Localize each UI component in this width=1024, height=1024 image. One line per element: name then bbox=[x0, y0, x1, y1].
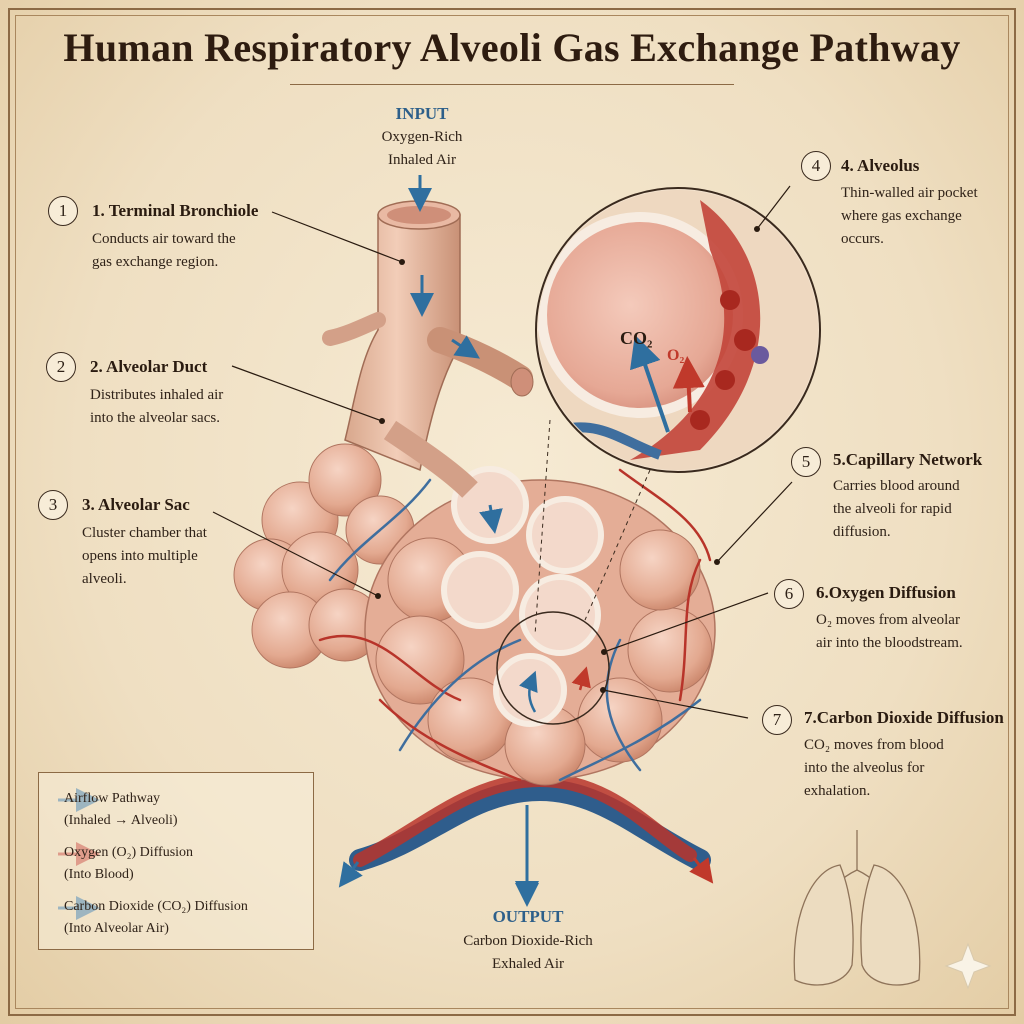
label-4-title: 4. Alveolus bbox=[841, 156, 920, 175]
sparkle-icon bbox=[944, 942, 992, 990]
label-4-description: Thin-walled air pocket where gas exchang… bbox=[841, 185, 978, 247]
diagram-title: Human Respiratory Alveoli Gas Exchange P… bbox=[63, 25, 961, 70]
input-heading: INPUT bbox=[395, 104, 449, 123]
label-1-title: 1. Terminal Bronchiole bbox=[92, 201, 259, 220]
legend-oxygen: Oxygen (O₂) Diffusion (Into Blood) bbox=[64, 845, 194, 882]
output-heading: OUTPUT bbox=[492, 907, 564, 926]
label-6-title: 6.Oxygen Diffusion bbox=[816, 583, 956, 602]
vein-left-end bbox=[338, 861, 363, 888]
label-2-description: Distributes inhaled air into the alveola… bbox=[90, 387, 224, 426]
capillary-network bbox=[318, 468, 712, 782]
leader-lines bbox=[212, 185, 793, 719]
label-1-number: 1 bbox=[48, 196, 78, 226]
alveolus-zoom-inset bbox=[535, 187, 821, 473]
zoom-o2-label: O₂ bbox=[667, 347, 684, 364]
label-6-number: 6 bbox=[774, 579, 804, 609]
label-5-title: 5.Capillary Network bbox=[833, 450, 983, 469]
label-6-description: O₂ moves from alveolar air into the bloo… bbox=[816, 612, 963, 651]
focus-circle bbox=[496, 611, 610, 725]
title-underline bbox=[290, 84, 734, 85]
inner-frame bbox=[15, 15, 1009, 1009]
label-2-title: 2. Alveolar Duct bbox=[90, 357, 208, 376]
alveolar-sac-cluster bbox=[233, 443, 415, 669]
leader-dots bbox=[375, 226, 760, 693]
legend-box bbox=[38, 772, 314, 950]
output-description: Carbon Dioxide-Rich Exhaled Air bbox=[463, 933, 593, 972]
label-1-description: Conducts air toward the gas exchange reg… bbox=[92, 231, 236, 270]
label-7-number: 7 bbox=[762, 705, 792, 735]
legend-airflow: Airflow Pathway (Inhaled → Alveoli) bbox=[64, 791, 178, 828]
artery-right-end bbox=[689, 857, 714, 884]
terminal-bronchiole bbox=[322, 200, 534, 498]
label-3-title: 3. Alveolar Sac bbox=[82, 495, 190, 514]
outer-frame bbox=[8, 8, 1016, 1016]
label-7-title: 7.Carbon Dioxide Diffusion bbox=[804, 708, 1004, 727]
label-7-description: CO₂ moves from blood into the alveolus f… bbox=[804, 737, 944, 799]
label-5-description: Carries blood around the alveoli for rap… bbox=[833, 478, 960, 540]
label-3-number: 3 bbox=[38, 490, 68, 520]
label-3-description: Cluster chamber that opens into multiple… bbox=[82, 525, 207, 587]
label-4-number: 4 bbox=[801, 151, 831, 181]
label-5-number: 5 bbox=[791, 447, 821, 477]
lungs-sketch-icon bbox=[793, 830, 921, 986]
zoom-co2-label: CO₂ bbox=[620, 328, 652, 348]
legend-co2: Carbon Dioxide (CO₂) Diffusion (Into Alv… bbox=[64, 899, 248, 936]
airflow-arrows bbox=[408, 175, 539, 907]
label-2-number: 2 bbox=[46, 352, 76, 382]
input-description: Oxygen-Rich Inhaled Air bbox=[381, 129, 463, 168]
